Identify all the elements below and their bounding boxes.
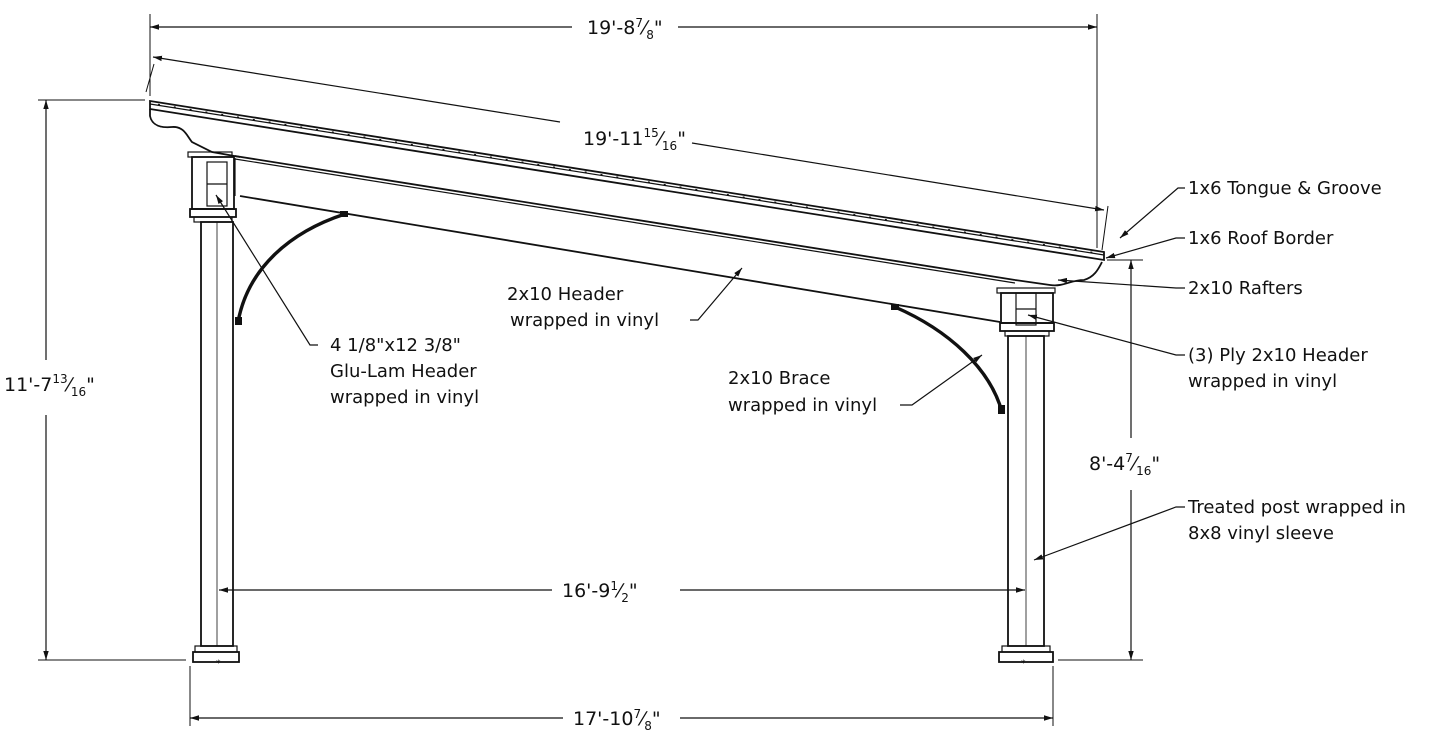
callout-ply-header: (3) Ply 2x10 Header wrapped in vinyl [1188, 345, 1373, 392]
callout-header: 2x10 Header wrapped in vinyl [507, 284, 659, 331]
roof-assembly [149, 99, 1105, 287]
dim-low-side-height: 8'-47⁄16" [1089, 451, 1160, 478]
roof-border-tg [149, 103, 1105, 256]
header-beam [234, 158, 1001, 323]
dim-overall-height: 11'-713⁄16" [4, 372, 95, 399]
callout-glulam: 4 1/8"x12 3/8" Glu-Lam Header wrapped in… [330, 335, 482, 408]
dim-roof-slope: 19'-1115⁄16" [583, 126, 686, 153]
left-post: * [187, 151, 240, 669]
callout-tongue-groove: 1x6 Tongue & Groove [1188, 178, 1382, 199]
callout-brace: 2x10 Brace wrapped in vinyl [728, 368, 877, 416]
right-brace [894, 305, 1004, 413]
left-brace [236, 212, 346, 323]
rafter-tail-right [1014, 261, 1103, 287]
dim-outer-span: 17'-107⁄8" [573, 707, 661, 733]
post-base-mark-right: * [1021, 659, 1026, 669]
callout-treated-post: Treated post wrapped in 8x8 vinyl sleeve [1187, 497, 1412, 544]
rafter-underside [234, 155, 1016, 281]
rafter-tail-left [149, 109, 241, 158]
tongue-groove-ticks [157, 103, 1097, 254]
dim-overall-width: 19'-87⁄8" [587, 16, 663, 42]
callout-roof-border: 1x6 Roof Border [1188, 228, 1334, 249]
dimension-lines [43, 24, 1134, 721]
callout-leaders [215, 187, 1185, 561]
braces [235, 211, 1005, 414]
dim-post-center-span: 16'-91⁄2" [562, 579, 638, 605]
rafter-underside-inner [234, 158, 1016, 284]
roof-deck [149, 99, 1105, 262]
extension-lines [38, 14, 1143, 726]
callout-rafters: 2x10 Rafters [1188, 278, 1303, 299]
post-base-mark: * [216, 659, 221, 669]
right-post: * [996, 287, 1056, 669]
